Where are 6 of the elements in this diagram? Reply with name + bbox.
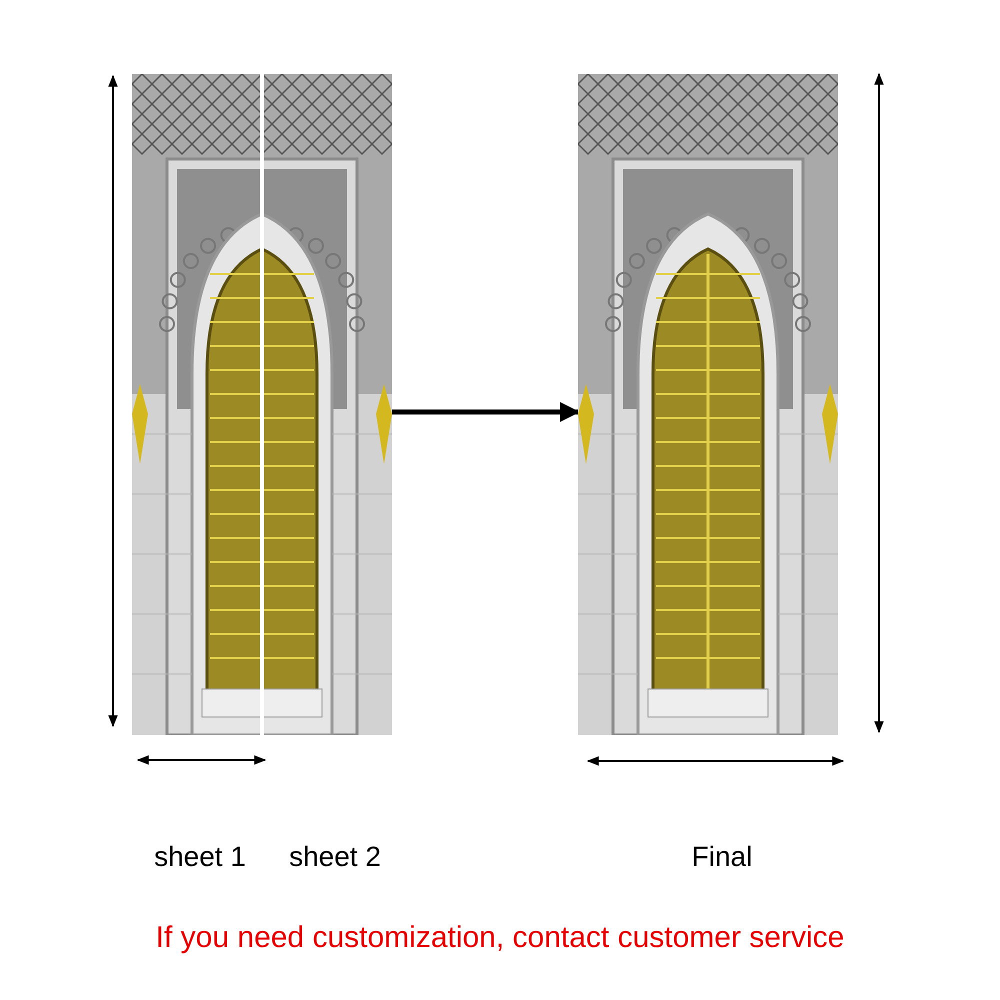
note-text: If you need customization, contact customer service bbox=[154, 920, 846, 956]
door-photo-placeholder bbox=[578, 74, 838, 735]
sheet-label: Final bbox=[690, 840, 754, 874]
sheet-label: sheet 1 bbox=[153, 840, 247, 874]
sheet-label: sheet 2 bbox=[288, 840, 382, 874]
door-sheets-photo-placeholder bbox=[132, 74, 392, 735]
